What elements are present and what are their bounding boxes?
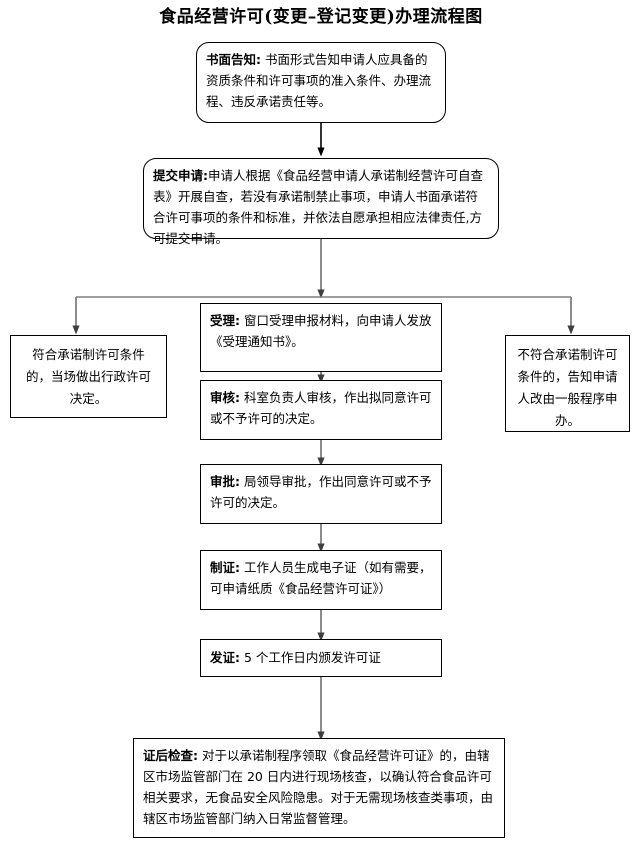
node-make-certificate-label: 制证: [210,560,240,575]
node-review[interactable]: 审核: 科室负责人审核，作出拟同意许可或不予许可的决定。 [200,380,442,440]
node-accept-text: 窗口受理申报材料，向申请人发放《受理通知书》。 [210,313,432,349]
node-qualified-branch[interactable]: 符合承诺制许可条件的，当场做出行政许可决定。 [10,335,167,418]
node-unqualified-branch[interactable]: 不符合承诺制许可条件的，告知申请人改由一般程序申办。 [505,335,630,432]
node-qualified-branch-text: 符合承诺制许可条件的，当场做出行政许可决定。 [25,347,151,406]
node-submit-application-text: 申请人根据《食品经营申请人承诺制经营许可自查表》开展自查，若没有承诺制禁止事项，… [153,168,484,246]
node-approval[interactable]: 审批: 局领导审批，作出同意许可或不予许可的决定。 [200,464,442,524]
node-post-certification-check-label: 证后检查: [143,748,198,763]
page-title: 食品经营许可(变更–登记变更)办理流程图 [159,7,483,27]
node-written-notice-label: 书面告知: [206,52,261,67]
node-written-notice-text: 书面形式告知申请人应具备的资质条件和许可事项的准入条件、办理流程、违反承诺责任等… [206,52,432,109]
node-accept[interactable]: 受理: 窗口受理申报材料，向申请人发放《受理通知书》。 [200,303,442,372]
node-approval-label: 审批: [210,474,240,489]
node-issue-certificate-text: 5 个工作日内颁发许可证 [240,650,381,665]
node-written-notice[interactable]: 书面告知: 书面形式告知申请人应具备的资质条件和许可事项的准入条件、办理流程、违… [196,42,446,123]
node-approval-text: 局领导审批，作出同意许可或不予许可的决定。 [210,474,432,510]
node-post-certification-check[interactable]: 证后检查: 对于以承诺制程序领取《食品经营许可证》的，由辖区市场监管部门在 20… [133,738,505,838]
node-post-certification-check-text: 对于以承诺制程序领取《食品经营许可证》的，由辖区市场监管部门在 20 日内进行现… [143,748,494,826]
node-submit-application[interactable]: 提交申请:申请人根据《食品经营申请人承诺制经营许可自查表》开展自查，若没有承诺制… [143,158,499,246]
node-review-text: 科室负责人审核，作出拟同意许可或不予许可的决定。 [210,390,432,426]
node-make-certificate[interactable]: 制证: 工作人员生成电子证（如有需要，可申请纸质《食品经营许可证》） [200,550,442,610]
node-issue-certificate-label: 发证: [210,650,240,665]
node-issue-certificate[interactable]: 发证: 5 个工作日内颁发许可证 [200,639,442,677]
node-unqualified-branch-text: 不符合承诺制许可条件的，告知申请人改由一般程序申办。 [517,347,618,428]
node-review-label: 审核: [210,390,240,405]
node-submit-application-label: 提交申请: [153,168,208,183]
node-make-certificate-text: 工作人员生成电子证（如有需要，可申请纸质《食品经营许可证》） [210,560,432,596]
node-accept-label: 受理: [210,313,240,328]
